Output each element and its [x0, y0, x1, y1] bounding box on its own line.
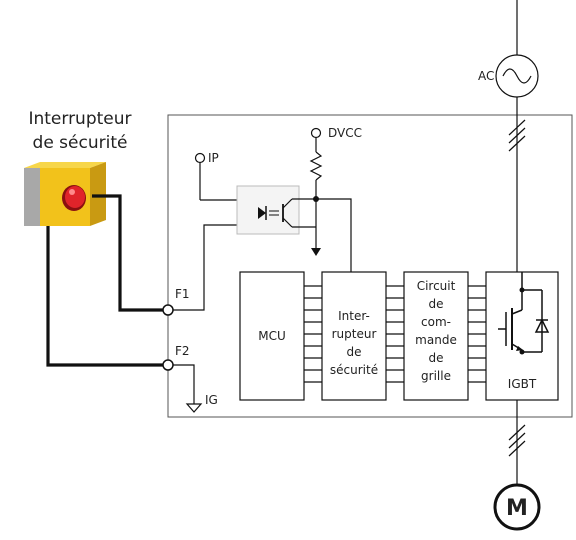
gate-block-line3: com- — [421, 315, 451, 329]
gate-block-line2: de — [429, 297, 444, 311]
gate-block-line1: Circuit — [417, 279, 456, 293]
terminal-f1-label: F1 — [175, 287, 190, 301]
igbt-label: IGBT — [508, 377, 537, 391]
ground-wiring — [173, 364, 195, 404]
terminal-f2 — [162, 359, 174, 371]
terminal-ip-label: IP — [208, 151, 219, 165]
ac-sine-icon — [502, 68, 532, 84]
safety-block-line1: Inter- — [338, 309, 370, 323]
igbt-node-top — [519, 287, 525, 293]
three-phase-mark-top-icon — [508, 119, 526, 152]
motor-icon — [493, 483, 541, 531]
igbt-diode-icon — [534, 318, 550, 333]
ground-icon — [185, 403, 203, 413]
terminal-dvcc-label: DVCC — [328, 126, 362, 140]
switch-wires — [46, 194, 168, 367]
safety-block-line2: rupteur — [332, 327, 377, 341]
safety-switch-block — [321, 271, 387, 401]
terminal-ig-label: IG — [205, 393, 218, 407]
igbt-node-bottom — [519, 349, 525, 355]
motor-label: M — [506, 496, 528, 521]
terminal-f2-label: F2 — [175, 344, 190, 358]
igbt-emitter-arrow-icon — [516, 346, 523, 351]
dvcc-wiring — [292, 138, 352, 272]
safety-switch-button-icon — [24, 162, 106, 226]
block-bus-lines — [304, 285, 486, 383]
gate-block-line5: de — [429, 351, 444, 365]
ac-label: AC — [478, 69, 494, 83]
resistor-icon — [309, 151, 323, 181]
safety-switch-label-line1: Interrupteur — [28, 109, 131, 129]
terminal-f1 — [162, 304, 174, 316]
gate-block-line6: grille — [421, 369, 451, 383]
safety-block-line4: sécurité — [330, 363, 378, 377]
safety-block-line3: de — [347, 345, 362, 359]
terminal-dvcc — [310, 127, 322, 139]
gate-drive-block — [403, 271, 469, 401]
three-phase-mark-bottom-icon — [508, 424, 526, 457]
gate-block-line4: mande — [415, 333, 457, 347]
optocoupler-icon — [236, 185, 300, 235]
controller-board — [167, 114, 573, 418]
mcu-label: MCU — [258, 329, 286, 343]
safety-switch-label-line2: de sécurité — [33, 133, 128, 153]
terminal-ip — [194, 152, 206, 164]
down-arrow-icon — [311, 248, 321, 256]
mcu-block — [239, 271, 305, 401]
junction-dot — [313, 196, 319, 202]
